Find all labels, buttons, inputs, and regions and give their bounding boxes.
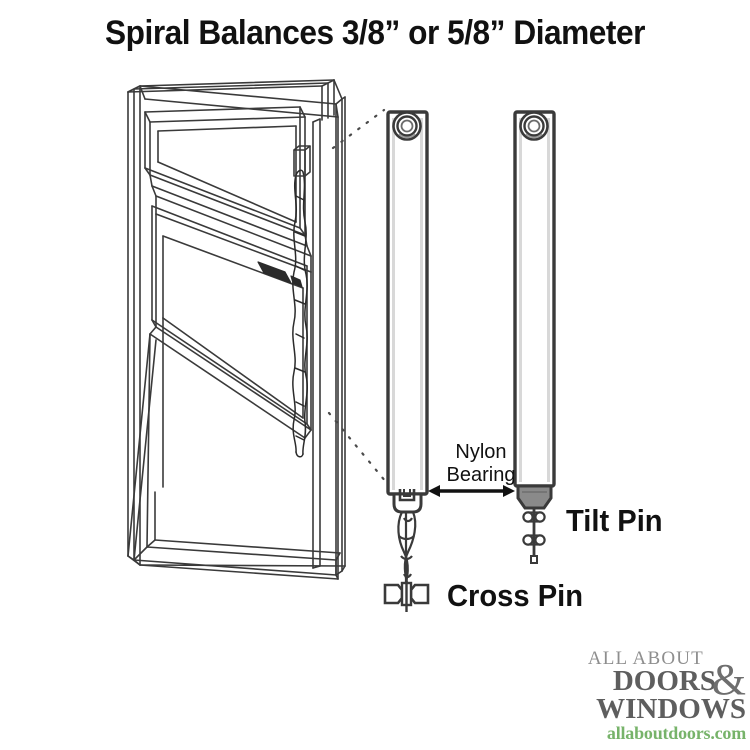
- nylon-bearing-tip: [516, 484, 553, 510]
- tilt-pin-collar-lower: [522, 534, 546, 546]
- logo-line-windows: WINDOWS: [596, 693, 746, 725]
- logo-line-doors-wrap: DOORS &: [556, 658, 746, 702]
- window-head-rail: [127, 79, 343, 118]
- balance-tube-left: [386, 110, 429, 496]
- cross-pin-head: [383, 578, 430, 612]
- nylon-bearing-line-1: Nylon: [455, 441, 507, 463]
- spiral-balance-in-jamb: [292, 169, 308, 458]
- leader-line-bottom: [327, 411, 388, 484]
- lower-sash: [149, 205, 312, 439]
- window-left-jamb: [127, 85, 141, 566]
- balance-tilt-pin: [513, 110, 556, 564]
- meeting-rail: [151, 195, 312, 273]
- company-logo[interactable]: ALL ABOUT DOORS & WINDOWS allaboutdoors.…: [556, 648, 746, 743]
- logo-url[interactable]: allaboutdoors.com: [606, 723, 746, 743]
- upper-sash: [144, 106, 312, 257]
- balance-cross-pin: [383, 110, 430, 612]
- nylon-bearing-line-2: Bearing: [446, 464, 516, 486]
- tilt-pin-shaft: [522, 508, 546, 564]
- leader-line-top: [331, 108, 386, 150]
- spiral-rod-left: [397, 511, 417, 600]
- page-title: Spiral Balances 3/8” or 5/8” Diameter: [105, 14, 645, 52]
- logo-line-doors: DOORS: [612, 665, 716, 697]
- window-right-jamb: [321, 79, 346, 580]
- balance-channel: [312, 118, 321, 569]
- balance-tube-right: [513, 110, 556, 488]
- balance-eyelet-right: [519, 111, 549, 141]
- logo-ampersand: &: [711, 655, 746, 704]
- label-tilt-pin: Tilt Pin: [566, 503, 663, 538]
- balance-eyelet-left: [392, 111, 422, 141]
- sash-lock: [257, 261, 303, 288]
- window-sill: [127, 317, 346, 580]
- label-cross-pin: Cross Pin: [447, 578, 584, 613]
- logo-line-all-about: ALL ABOUT: [587, 648, 704, 669]
- tilt-pin-collar-upper: [522, 511, 546, 523]
- balance-tip-left: [392, 489, 423, 514]
- balance-top-bracket: [293, 145, 311, 177]
- label-nylon-bearing: Nylon Bearing: [432, 441, 530, 487]
